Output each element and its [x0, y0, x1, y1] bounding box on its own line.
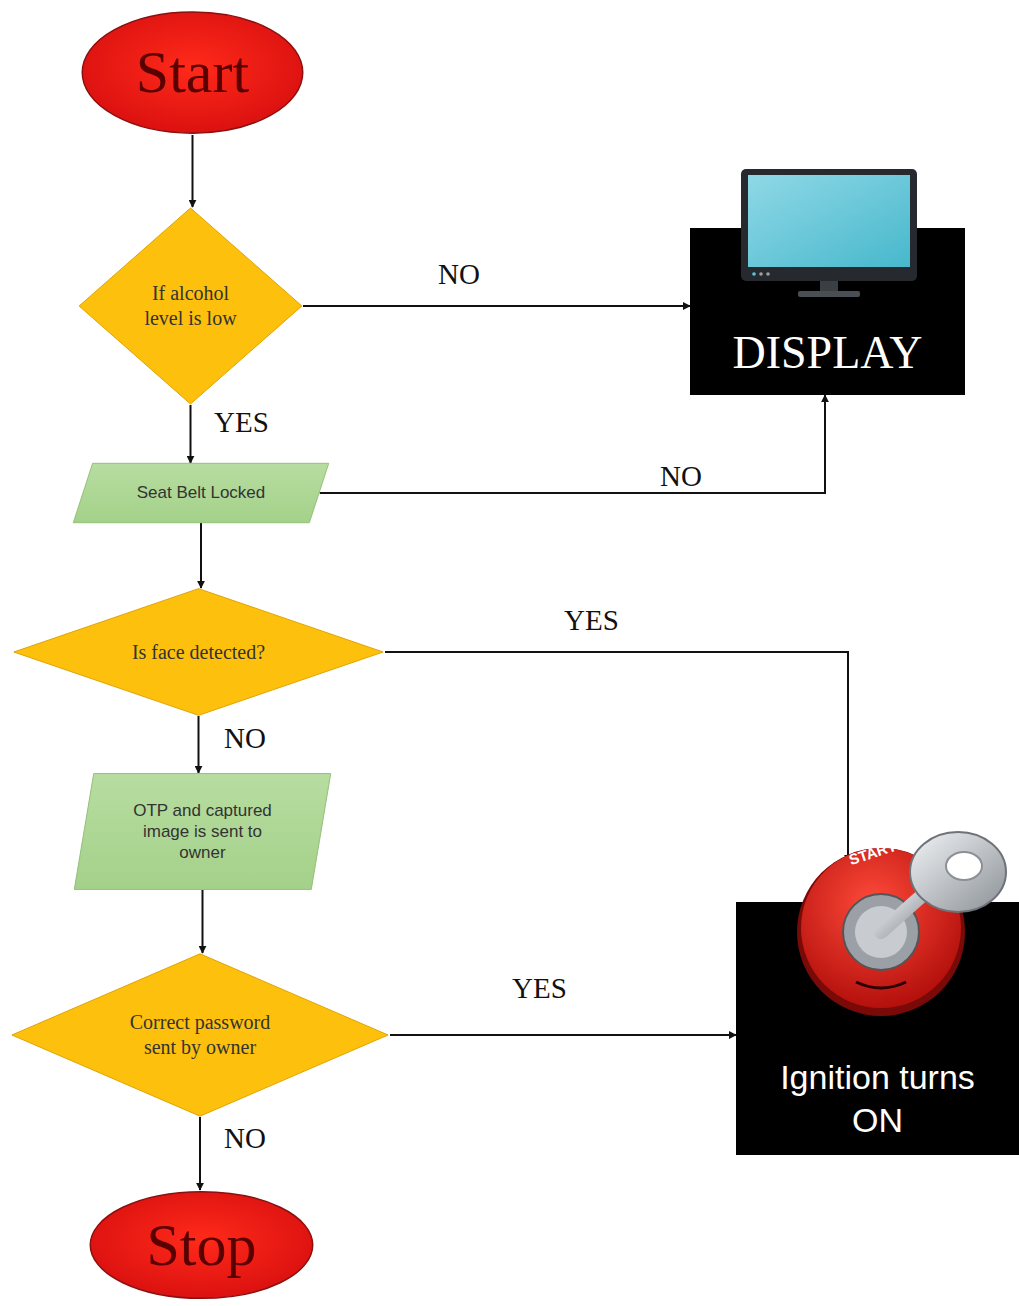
terminal-ellipse: Start [80, 10, 305, 135]
node-label: DISPLAY [698, 324, 958, 382]
node-text-block: If alcohol level is low [141, 281, 241, 331]
decision-diamond: If alcohol level is low [78, 207, 303, 405]
edge-label: NO [660, 460, 702, 493]
ignition-key-icon [786, 832, 1019, 1032]
node-text-block: Ignition turns ON [753, 1056, 1003, 1141]
node-text-block: Correct password sent by owner [115, 1010, 286, 1060]
node-label: Is face detected? [115, 640, 283, 665]
node-label: Stop [102, 1208, 302, 1283]
flow-arrow [199, 1117, 201, 1190]
node-text-block: DISPLAY [698, 324, 958, 382]
node-label: Correct password sent by owner [115, 1010, 286, 1060]
flow-arrow [320, 395, 825, 493]
flow-arrow [200, 523, 202, 588]
terminal-ellipse: Stop [88, 1190, 315, 1300]
node-text-block: Start [93, 35, 293, 110]
flow-arrow [190, 405, 192, 463]
flow-arrow [192, 135, 194, 207]
node-outline [10, 953, 390, 1117]
flow-arrow [303, 305, 690, 307]
node-text-block: Stop [102, 1208, 302, 1283]
node-label: Seat Belt Locked [101, 482, 301, 503]
edge-label: NO [438, 258, 480, 291]
node-label: Ignition turns ON [753, 1056, 1003, 1141]
node-text-block: Seat Belt Locked [101, 482, 301, 503]
monitor-icon [740, 168, 918, 302]
edge-label: YES [214, 406, 269, 439]
node-label: OTP and captured image is sent to owner [123, 800, 283, 864]
node-label: Start [93, 35, 293, 110]
edge-label: YES [564, 604, 619, 637]
node-text-block: OTP and captured image is sent to owner [123, 800, 283, 864]
flow-arrow [385, 652, 848, 862]
flow-arrow [198, 716, 200, 773]
flow-arrow [390, 1034, 736, 1036]
io-parallelogram: Seat Belt Locked [72, 463, 330, 523]
decision-diamond: Is face detected? [12, 588, 385, 716]
edge-label: NO [224, 1122, 266, 1155]
node-label: If alcohol level is low [141, 281, 241, 331]
display-box: DISPLAY [690, 228, 965, 395]
node-text-block: Is face detected? [115, 640, 283, 665]
flow-arrow [202, 890, 204, 953]
io-parallelogram: OTP and captured image is sent to owner [73, 773, 332, 890]
ignition-box: Ignition turns ONSTART [736, 902, 1019, 1155]
edge-label: YES [512, 972, 567, 1005]
edge-label: NO [224, 722, 266, 755]
decision-diamond: Correct password sent by owner [10, 953, 390, 1117]
node-outline [78, 207, 303, 405]
